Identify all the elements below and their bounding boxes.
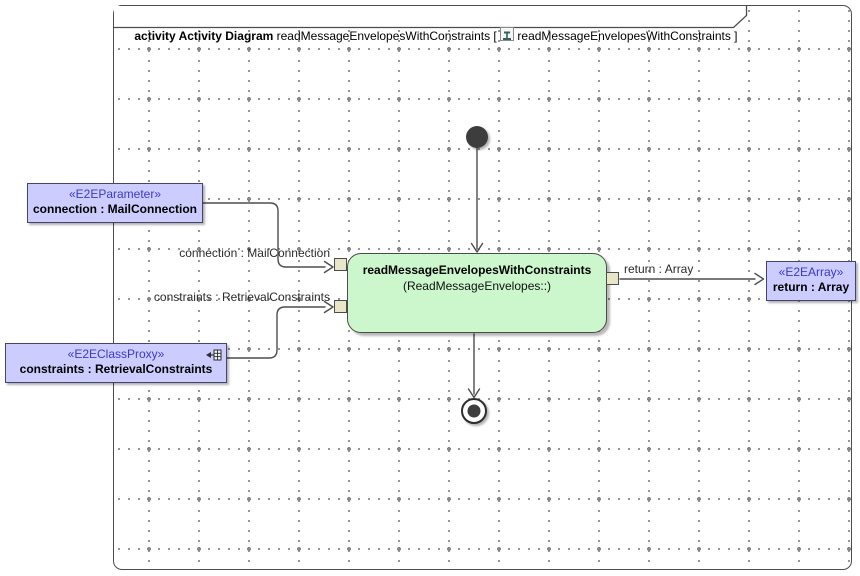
activity-node[interactable]: readMessageEnvelopesWithConstraints (Rea… bbox=[347, 253, 607, 333]
input-pin-constraints[interactable] bbox=[334, 300, 347, 313]
stereotype-e2eparameter: «E2EParameter» bbox=[68, 187, 162, 201]
class-proxy-icon bbox=[205, 349, 222, 364]
frame-title-keyword: activity Activity Diagram bbox=[134, 29, 274, 43]
object-name-connection: connection : MailConnection bbox=[33, 202, 197, 216]
object-name-return: return : Array bbox=[772, 280, 850, 294]
frame-title-name: readMessageEnvelopesWithConstraints ] bbox=[514, 29, 738, 43]
activity-node-behavior: (ReadMessageEnvelopes::) bbox=[402, 279, 552, 293]
object-name-constraints: constraints : RetrievalConstraints bbox=[19, 362, 213, 376]
object-node-constraints[interactable]: «E2EClassProxy» constraints : RetrievalC… bbox=[5, 343, 227, 383]
input-pin-connection[interactable] bbox=[334, 258, 347, 271]
object-node-connection[interactable]: «E2EParameter» connection : MailConnecti… bbox=[27, 183, 203, 223]
activity-diagram-icon bbox=[500, 27, 515, 41]
frame-title-mid: readMessageEnvelopesWithConstraints [ bbox=[273, 29, 501, 43]
stereotype-e2earray: «E2EArray» bbox=[778, 265, 844, 279]
edge-label-return: return : Array bbox=[624, 262, 694, 276]
output-pin-return[interactable] bbox=[606, 272, 619, 285]
object-node-return[interactable]: «E2EArray» return : Array bbox=[766, 261, 856, 301]
activity-node-name: readMessageEnvelopesWithConstraints bbox=[362, 263, 592, 277]
edge-label-connection: connection : MailConnection bbox=[179, 246, 330, 260]
frame-title: activity Activity Diagram readMessageEnv… bbox=[121, 6, 738, 43]
stereotype-e2eclassproxy: «E2EClassProxy» bbox=[67, 347, 165, 361]
edge-label-constraints: constraints : RetrievalConstraints bbox=[153, 290, 330, 304]
